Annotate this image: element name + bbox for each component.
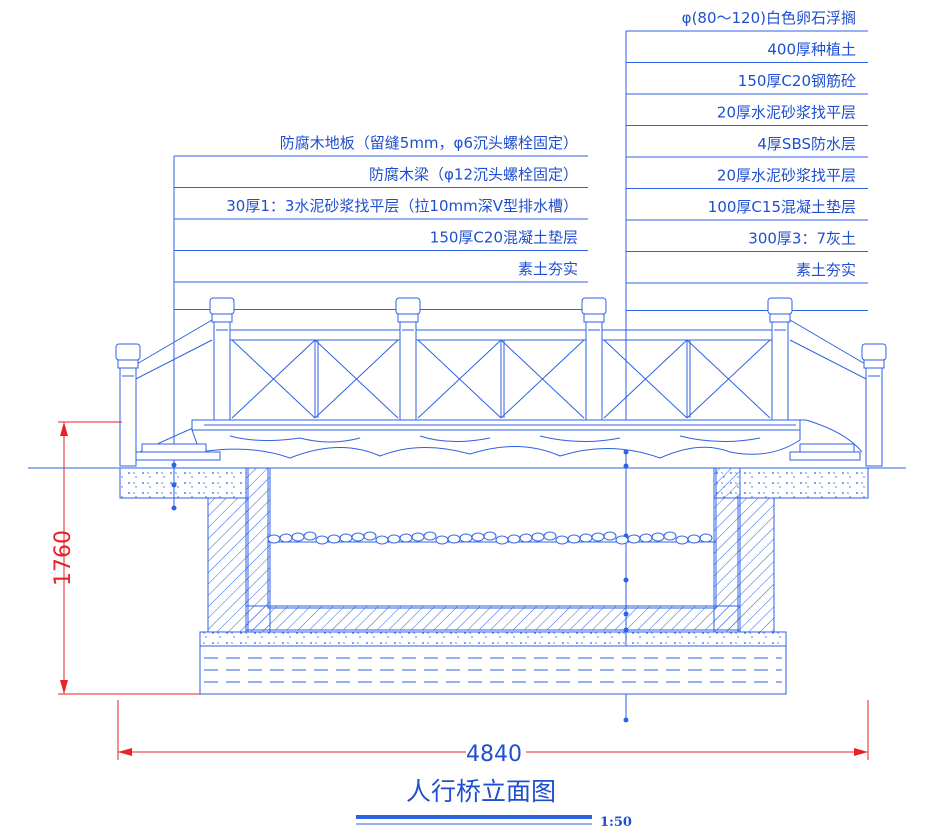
pebble-layer <box>267 531 713 545</box>
concrete-cushion <box>199 631 787 647</box>
left-label-3: 150厚C20混凝土垫层 <box>430 229 578 247</box>
left-retaining-wall <box>207 497 249 633</box>
right-callout: φ(80～120)白色卵石浮搁 400厚种植土 150厚C20钢筋砼 20厚水泥砂浆找… <box>623 9 868 723</box>
width-dimension-label: 4840 <box>466 742 522 767</box>
right-label-3: 20厚水泥砂浆找平层 <box>717 104 856 122</box>
right-label-8: 素土夯实 <box>796 261 856 279</box>
left-label-1: 防腐木梁（φ12沉头螺栓固定） <box>369 166 578 184</box>
wood-beam <box>191 429 801 459</box>
right-label-1: 400厚种植土 <box>767 41 856 59</box>
channel-structure <box>119 467 869 695</box>
title-underline-thick <box>356 815 592 819</box>
right-retaining-wall <box>737 497 775 633</box>
channel-bottom-slab <box>245 605 741 631</box>
drawing-title: 人行桥立面图 <box>406 777 556 806</box>
height-dimension-label: 1760 <box>51 530 76 586</box>
width-dimension: 4840 <box>117 700 869 767</box>
right-label-6: 100厚C15混凝土垫层 <box>708 198 856 216</box>
bridge-structure <box>115 297 887 467</box>
right-label-2: 150厚C20钢筋砼 <box>738 72 856 90</box>
right-label-0: φ(80～120)白色卵石浮搁 <box>682 9 856 27</box>
right-label-5: 20厚水泥砂浆找平层 <box>717 167 856 185</box>
left-callout: 防腐木地板（留缝5mm，φ6沉头螺栓固定） 防腐木梁（φ12沉头螺栓固定） 30厚1… <box>171 134 588 511</box>
left-label-4: 素土夯实 <box>518 260 578 278</box>
height-dimension: 1760 <box>51 421 200 695</box>
left-label-2: 30厚1：3水泥砂浆找平层（拉10mm深V型排水槽） <box>226 197 578 215</box>
drawing-scale: 1:50 <box>600 815 632 830</box>
handrail <box>129 319 873 419</box>
left-bearing-slab <box>119 467 249 499</box>
right-label-7: 300厚3：7灰土 <box>748 230 856 248</box>
right-label-4: 4厚SBS防水层 <box>757 135 856 153</box>
left-label-0: 防腐木地板（留缝5mm，φ6沉头螺栓固定） <box>280 134 578 152</box>
